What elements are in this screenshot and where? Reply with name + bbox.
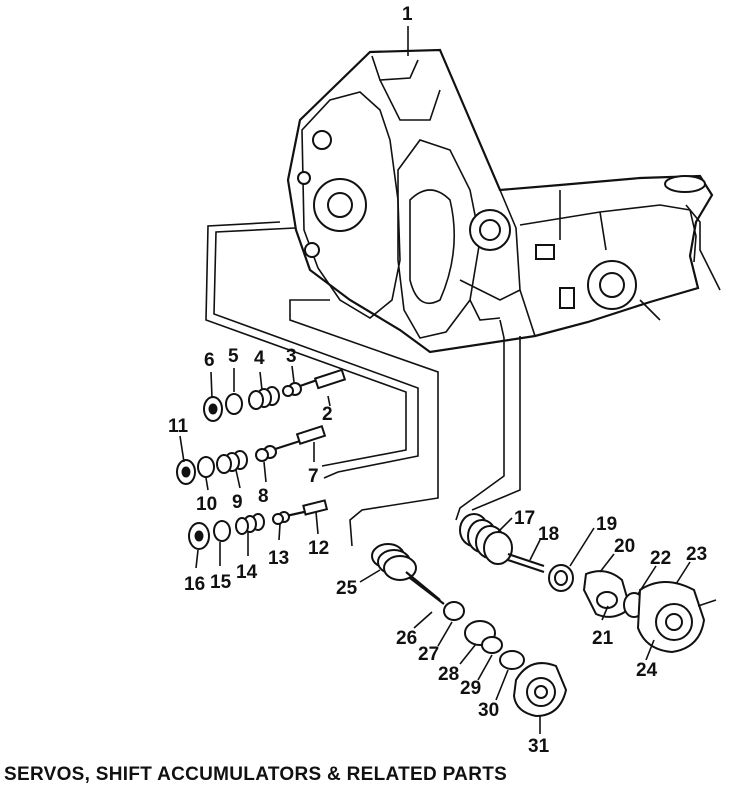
accumulator-group-left (371, 543, 568, 718)
callout-15: 15 (210, 572, 232, 593)
locator-lines (205, 204, 721, 547)
callout-10: 10 (196, 494, 217, 515)
callout-9: 9 (232, 492, 243, 513)
callout-28: 28 (438, 664, 459, 685)
servo-group-2 (176, 424, 327, 485)
callout-25: 25 (336, 578, 358, 599)
callout-labels: 1 2 3 4 5 6 7 8 9 10 11 12 13 14 15 16 1… (168, 4, 707, 757)
callout-4: 4 (254, 348, 265, 369)
callout-1: 1 (402, 4, 413, 25)
callout-13: 13 (268, 548, 289, 569)
callout-29: 29 (460, 678, 481, 699)
leader-lines (179, 26, 691, 734)
callout-14: 14 (236, 562, 258, 583)
callout-30: 30 (478, 700, 499, 721)
callout-7: 7 (308, 466, 319, 487)
callout-16: 16 (184, 574, 205, 595)
callout-11: 11 (168, 416, 189, 437)
diagram-caption: SERVOS, SHIFT ACCUMULATORS & RELATED PAR… (4, 764, 508, 785)
callout-20: 20 (614, 536, 635, 557)
callout-26: 26 (396, 628, 417, 649)
callout-8: 8 (258, 486, 269, 507)
callout-27: 27 (418, 644, 439, 665)
callout-6: 6 (204, 350, 215, 371)
callout-21: 21 (592, 628, 614, 649)
servo-group-1 (203, 368, 347, 422)
callout-31: 31 (528, 736, 550, 757)
callout-22: 22 (650, 548, 671, 569)
callout-3: 3 (286, 346, 297, 367)
callout-12: 12 (308, 538, 329, 559)
accumulator-group-right (459, 513, 717, 654)
callout-5: 5 (228, 346, 239, 367)
callout-17: 17 (514, 508, 535, 529)
callout-2: 2 (322, 404, 333, 425)
callout-19: 19 (596, 514, 617, 535)
callout-23: 23 (686, 544, 707, 565)
transmission-case (286, 48, 714, 354)
servo-group-3 (188, 499, 329, 550)
callout-24: 24 (636, 660, 658, 681)
callout-18: 18 (538, 524, 559, 545)
